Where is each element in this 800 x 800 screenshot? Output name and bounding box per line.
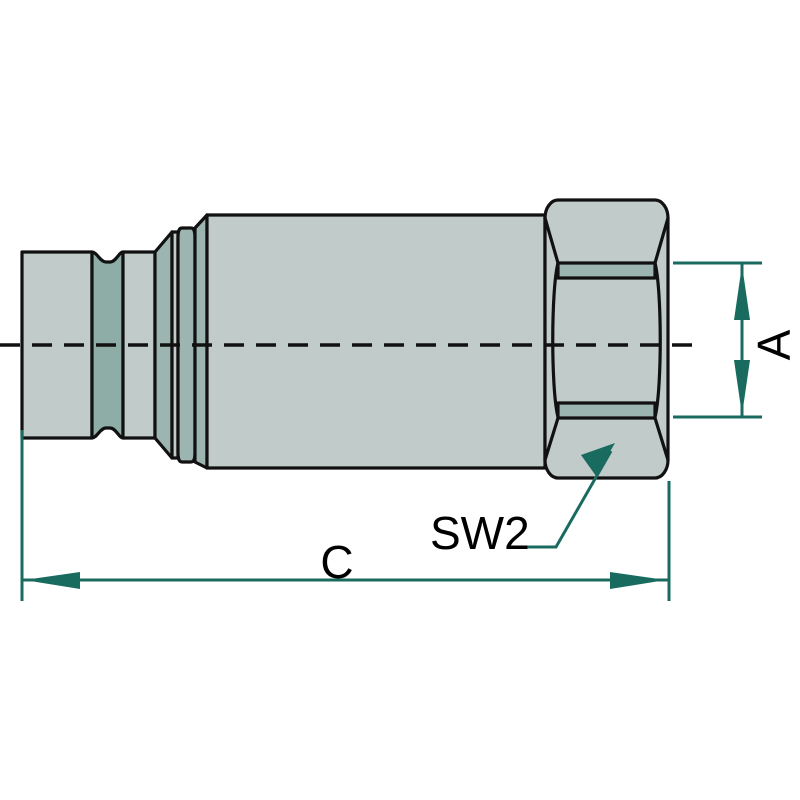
hex-nut-right-barrel xyxy=(653,261,662,419)
hex-nut-upper-band xyxy=(556,261,657,280)
hex-nut-lower-band xyxy=(556,401,657,420)
main-body-section xyxy=(205,213,547,470)
hex-nut-corner-chamfers xyxy=(543,216,670,462)
dimension-c-group: C xyxy=(20,430,671,601)
body-shoulder-section xyxy=(193,213,209,470)
dimension-a-group: A xyxy=(673,261,800,419)
sw2-callout-group: SW2 xyxy=(430,443,615,559)
dimension-c-arrow-left xyxy=(24,572,80,589)
hex-nut-left-barrel xyxy=(551,261,560,419)
dimension-a-label: A xyxy=(748,329,800,360)
part-geometry xyxy=(20,198,670,480)
sw2-callout-label: SW2 xyxy=(430,507,530,559)
sw2-leader-arrowhead xyxy=(581,443,615,476)
hex-nut-body xyxy=(543,198,670,480)
dimension-c-label: C xyxy=(320,536,353,588)
sw2-leader-line xyxy=(519,450,613,549)
dimension-a-arrow-bottom xyxy=(734,360,750,415)
dimension-c-arrow-right xyxy=(610,572,666,589)
dimension-a-arrow-top xyxy=(734,265,750,320)
